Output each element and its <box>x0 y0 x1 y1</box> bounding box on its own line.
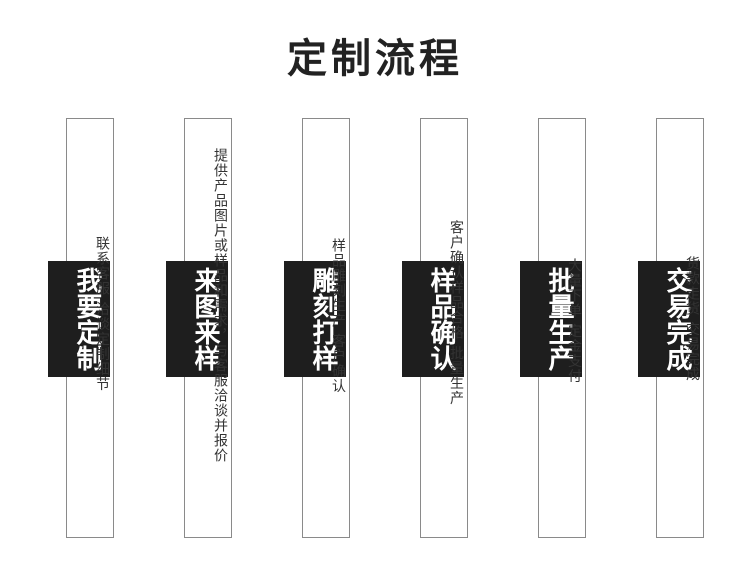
step-label: 批量生产 <box>520 261 582 377</box>
step-description: 提供产品图片或样品和需求，与客服洽谈并报价 <box>212 148 228 463</box>
step-card: 来图来样 提供产品图片或样品和需求，与客服洽谈并报价 <box>166 118 232 538</box>
page-title: 定制流程 <box>287 36 463 82</box>
step-card: 样品确认 客户确认样品合格 批量生产 <box>402 118 468 538</box>
step-description: 联系客服 洽谈定制细节 <box>94 236 110 392</box>
step-description: 大量下单 定金支付 <box>566 258 582 384</box>
step-label: 交易完成 <box>638 261 700 377</box>
step-description: 货款走货 交易完成 <box>684 256 700 382</box>
step-card: 交易完成 货款走货 交易完成 <box>638 118 704 538</box>
step-label: 样品确认 <box>402 261 464 377</box>
step-description: 客户确认样品合格 批量生产 <box>448 220 464 406</box>
step-description: 样品雕刻生产 客户确认 <box>330 238 346 394</box>
step-card: 批量生产 大量下单 定金支付 <box>520 118 586 538</box>
step-label: 来图来样 <box>166 261 228 377</box>
step-label: 我要定制 <box>48 261 110 377</box>
step-card: 我要定制 联系客服 洽谈定制细节 <box>48 118 114 538</box>
step-card: 雕刻打样 样品雕刻生产 客户确认 <box>284 118 350 538</box>
step-label: 雕刻打样 <box>284 261 346 377</box>
